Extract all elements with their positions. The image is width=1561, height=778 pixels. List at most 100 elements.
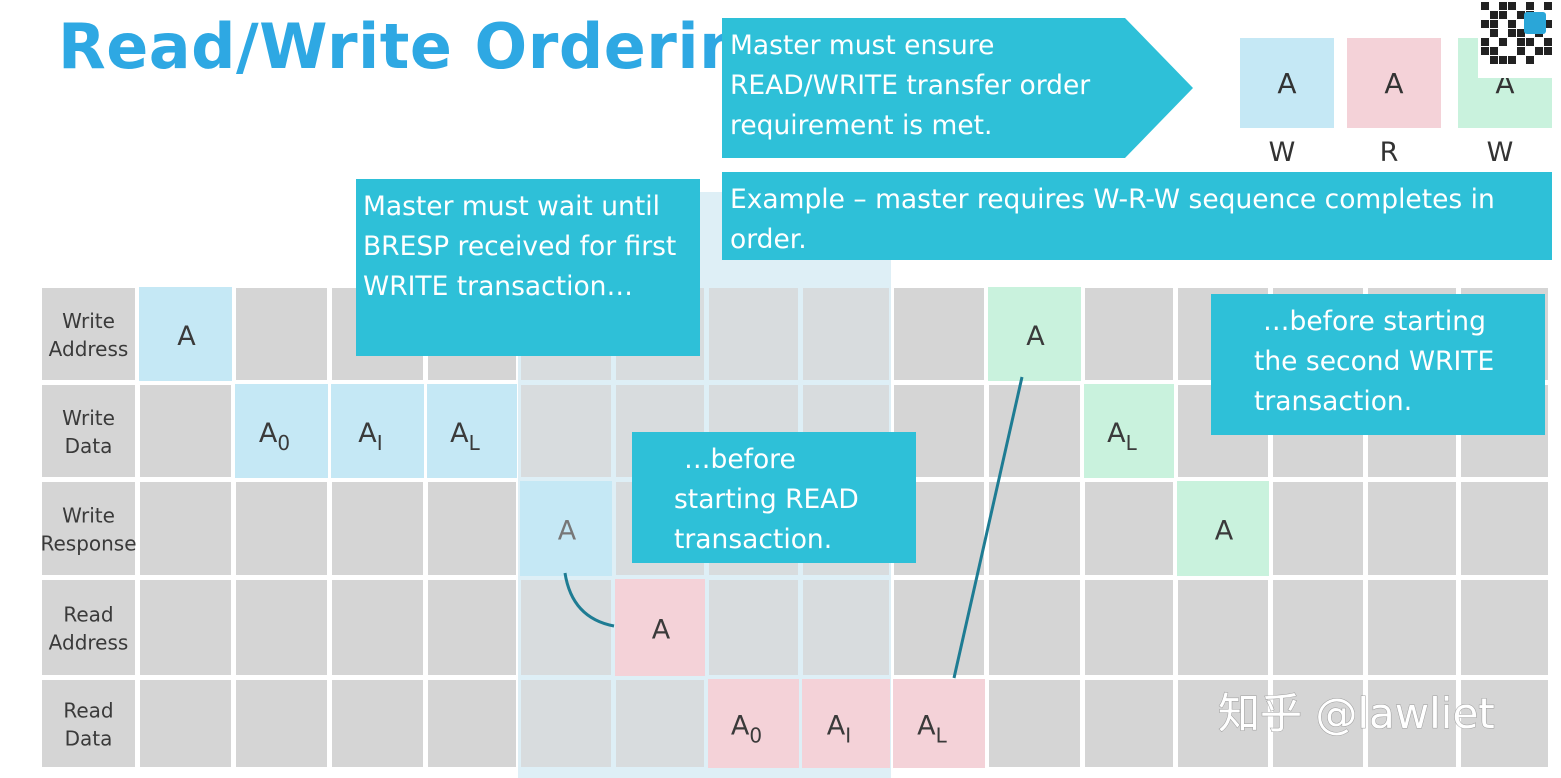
legend-letter: A <box>1277 67 1296 100</box>
example-callout-line: order. <box>730 224 807 255</box>
qr-module <box>1526 38 1534 46</box>
qr-module <box>1544 20 1552 28</box>
qr-module <box>1526 56 1534 64</box>
transaction-cell <box>331 384 424 478</box>
grid-cell <box>1461 580 1548 675</box>
grid-cell <box>42 385 135 477</box>
qr-module <box>1517 38 1525 46</box>
grid-cell <box>140 680 231 767</box>
grid-cell <box>1273 580 1363 675</box>
transaction-cell <box>708 679 799 768</box>
watermark: 知乎 @lawliet <box>1218 689 1495 738</box>
grid-cell <box>521 580 611 675</box>
legend-type: W <box>1487 137 1514 168</box>
transaction-cell <box>893 679 985 768</box>
grid-cell <box>236 580 327 675</box>
transaction-cell <box>802 679 890 768</box>
qr-module <box>1535 47 1543 55</box>
transaction-label: A <box>652 615 671 646</box>
grid-cell <box>616 680 704 767</box>
grid-cell <box>140 482 231 575</box>
before-read-callout-line: …before <box>684 444 796 475</box>
ensure-callout-shape <box>722 18 1193 158</box>
grid-cell <box>428 580 516 675</box>
transaction-cell <box>1177 481 1269 576</box>
transaction-cell <box>988 287 1081 381</box>
transaction-cell <box>520 481 612 576</box>
before-read-callout-line: starting READ <box>674 484 859 515</box>
transaction-label: A <box>1026 321 1045 352</box>
grid-cell <box>42 580 135 675</box>
read-last-to-write2-connector <box>952 376 1024 679</box>
wait-callout-line: WRITE transaction… <box>363 271 633 302</box>
legend-swatch <box>1240 38 1334 128</box>
grid-cell <box>1368 680 1456 767</box>
qr-module <box>1526 2 1534 10</box>
transaction-label: A <box>1215 516 1234 547</box>
transaction-subscript: I <box>377 431 383 455</box>
qr-module <box>1481 2 1489 10</box>
transaction-cell <box>615 579 705 676</box>
row-label-line: Read <box>63 603 113 627</box>
before-second-callout-shape <box>1211 294 1545 435</box>
qr-module <box>1508 2 1516 10</box>
qr-module <box>1508 20 1516 28</box>
qr-module <box>1490 29 1498 37</box>
example-callout: Example – master requires W-R-W sequence… <box>722 172 1552 260</box>
grid-cell <box>236 680 327 767</box>
grid-cell <box>1273 482 1363 575</box>
before-read-callout-line: transaction. <box>674 524 832 555</box>
grid-cell <box>803 288 889 380</box>
grid-cell <box>1461 680 1548 767</box>
ensure-callout-line: requirement is met. <box>730 110 992 141</box>
before-read-callout-text: …before starting READ transaction. <box>674 444 859 555</box>
grid-cell <box>1273 680 1363 767</box>
example-callout-text: Example – master requires W-R-W sequence… <box>730 184 1495 255</box>
transaction-label: A <box>177 321 196 352</box>
grid-cell <box>236 288 327 380</box>
qr-module <box>1544 38 1552 46</box>
grid-cell <box>1368 580 1456 675</box>
row-label-line: Response <box>40 532 136 556</box>
grid-cell <box>1085 482 1173 575</box>
legend-type: W <box>1269 137 1296 168</box>
grid-cell <box>1085 288 1173 380</box>
transaction-cell <box>139 287 232 381</box>
legend-swatch <box>1347 38 1441 128</box>
grid-cell <box>428 680 516 767</box>
qr-module <box>1481 20 1489 28</box>
grid-cell <box>42 482 135 575</box>
grid-cell <box>332 482 423 575</box>
grid-cell <box>1085 680 1173 767</box>
example-callout-shape <box>722 172 1552 260</box>
grid-cell <box>989 680 1080 767</box>
before-read-callout-shape <box>632 432 916 563</box>
grid-cell <box>521 385 611 477</box>
grid-cell <box>1178 580 1268 675</box>
qr-module <box>1544 47 1552 55</box>
grid-cell <box>1085 580 1173 675</box>
legend-type: R <box>1380 137 1399 168</box>
before-read-callout: …before starting READ transaction. <box>632 432 916 563</box>
grid-cell <box>428 482 516 575</box>
qr-module <box>1499 38 1507 46</box>
transaction-subscript: 0 <box>277 431 290 455</box>
row-label-line: Write <box>62 504 115 528</box>
grid-cell <box>1368 482 1456 575</box>
transaction-label: A <box>558 516 577 547</box>
grid-cell <box>1178 680 1268 767</box>
row-label-line: Data <box>65 727 113 751</box>
before-second-callout-line: the second WRITE <box>1254 346 1494 377</box>
ensure-callout-line: Master must ensure <box>730 30 994 61</box>
grid-cell <box>42 288 135 380</box>
